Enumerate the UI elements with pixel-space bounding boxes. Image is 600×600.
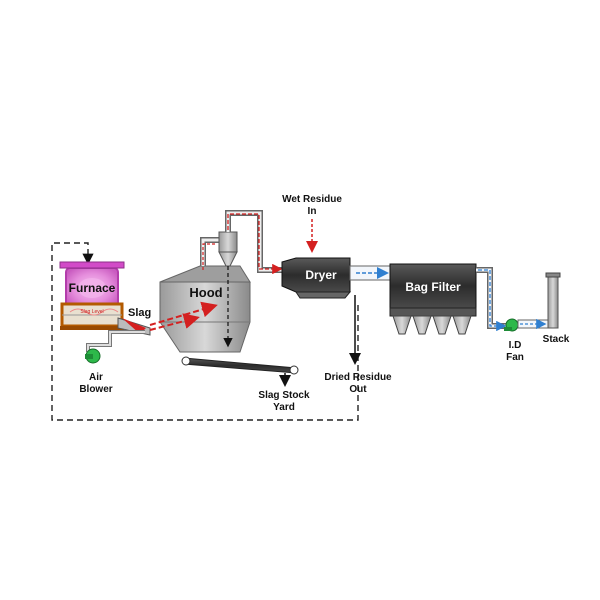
stack-label: Stack: [543, 334, 570, 345]
slag-label: Slag: [128, 307, 151, 319]
wet-residue-label: Wet Residue: [282, 194, 342, 205]
hood-duct: [200, 237, 220, 266]
return-loop-line: [51, 242, 359, 421]
bag-filter-label: Bag Filter: [405, 280, 461, 294]
slag-level-label: Slag Level: [80, 309, 103, 315]
fan-label: Fan: [506, 352, 524, 363]
bag-filter: [389, 263, 477, 335]
air-label: Air: [89, 372, 103, 383]
furnace-label: Furnace: [69, 281, 116, 295]
hot-gas-to-dryer: [227, 213, 283, 275]
dried-residue-out-label: Out: [349, 384, 367, 395]
dryer-label: Dryer: [305, 268, 337, 282]
id-fan: [504, 318, 519, 332]
air-blower: [85, 330, 145, 364]
slag-conveyor: [181, 356, 299, 375]
cool-gas-to-fan: [478, 269, 507, 332]
blower-label: Blower: [79, 384, 112, 395]
furnace: [59, 261, 125, 330]
hood-label: Hood: [189, 285, 222, 300]
wet-residue-in-label: In: [308, 206, 317, 217]
dried-residue-label: Dried Residue: [324, 372, 392, 383]
stack: [545, 272, 561, 329]
filter-to-fan-duct: [476, 267, 508, 329]
cyclone: [218, 231, 238, 267]
slag-stock-label: Slag Stock: [258, 390, 310, 401]
id-label: I.D: [509, 340, 522, 351]
yard-label: Yard: [273, 402, 295, 413]
hot-gas-arrow-2: [149, 313, 200, 331]
dryer: [281, 257, 352, 299]
hot-gas-arrow-1: [149, 301, 218, 326]
